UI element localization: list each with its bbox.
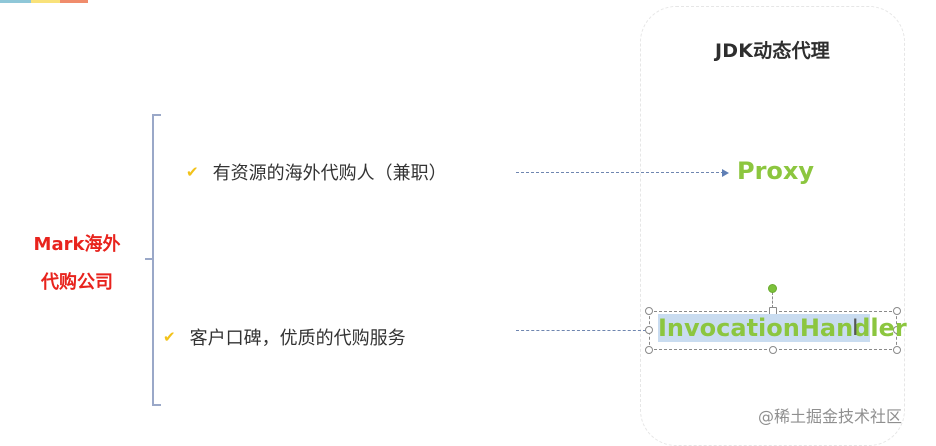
region-title: JDK动态代理 xyxy=(715,40,830,62)
company-label-line2: 代购公司 xyxy=(41,272,113,293)
color-strip-3 xyxy=(60,0,88,3)
bullet-item-1: ✔ 有资源的海外代购人（兼职） xyxy=(186,159,447,185)
company-label: Mark海外 代购公司 xyxy=(18,226,136,302)
resize-handle-bm[interactable] xyxy=(769,346,777,354)
color-strip-2 xyxy=(31,0,60,3)
check-icon: ✔ xyxy=(163,328,176,346)
proxy-label: Proxy xyxy=(737,157,815,185)
bracket-line xyxy=(152,114,154,406)
bracket-top xyxy=(152,114,161,116)
jdk-proxy-region xyxy=(640,6,905,446)
invocation-handler-text[interactable]: InvocationHandler xyxy=(658,314,907,342)
rotate-handle[interactable] xyxy=(768,284,777,293)
unselected-text[interactable]: ler xyxy=(870,314,907,342)
arrow-head-icon xyxy=(722,169,729,177)
resize-handle-mr[interactable] xyxy=(893,326,901,334)
check-icon: ✔ xyxy=(186,163,199,181)
resize-handle-tl[interactable] xyxy=(645,307,653,315)
resize-handle-br[interactable] xyxy=(893,346,901,354)
rotation-stem xyxy=(772,292,773,308)
bullet-item-2: ✔ 客户口碑，优质的代购服务 xyxy=(163,324,406,350)
text-cursor-icon: I xyxy=(852,316,859,342)
bracket-bottom xyxy=(152,404,161,406)
resize-handle-tr[interactable] xyxy=(893,307,901,315)
arrow-to-proxy xyxy=(516,172,724,173)
arrow-to-handler xyxy=(516,330,646,331)
company-label-line1: Mark海外 xyxy=(33,234,121,255)
watermark: @稀土掘金技术社区 xyxy=(758,407,903,426)
resize-handle-bl[interactable] xyxy=(645,346,653,354)
bullet-text: 有资源的海外代购人（兼职） xyxy=(212,163,447,184)
resize-handle-ml[interactable] xyxy=(645,326,653,334)
selected-text[interactable]: InvocationHand xyxy=(658,314,871,342)
color-strip-1 xyxy=(0,0,31,3)
bullet-text: 客户口碑，优质的代购服务 xyxy=(189,328,406,349)
bracket-middle-tick xyxy=(145,258,153,260)
